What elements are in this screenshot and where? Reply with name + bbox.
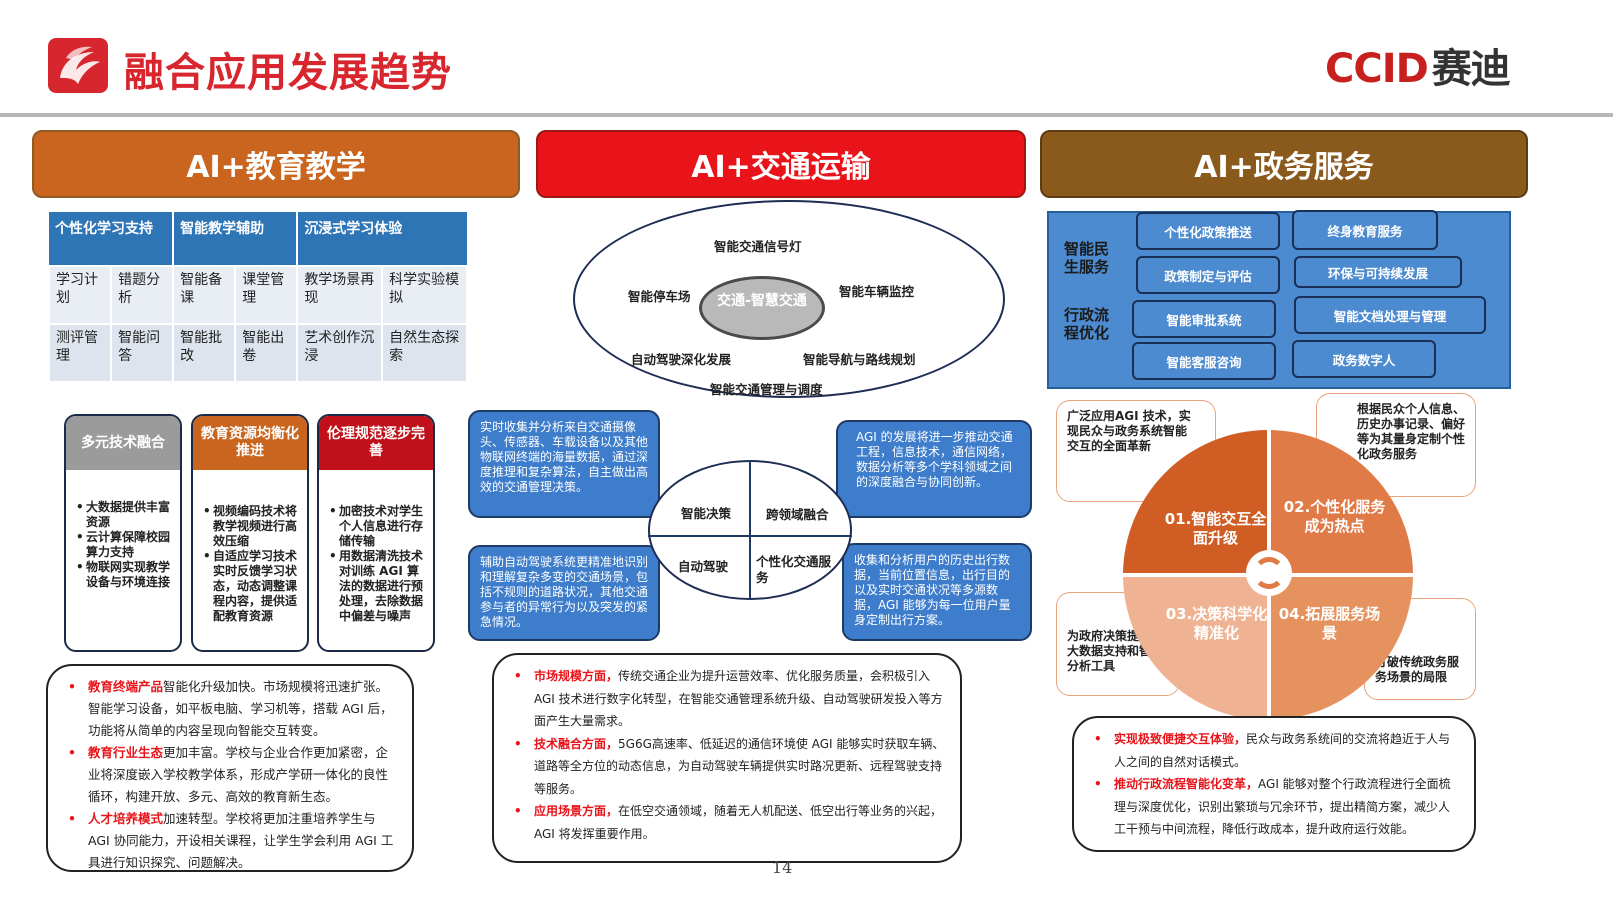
transport-core: 交通-智慧交通 (699, 276, 825, 340)
card-multi-tech: 多元技术融合 大数据提供丰富资源 云计算保障校园算力支持 物联网实现教学设备与环… (64, 414, 182, 652)
panel-label: 智能民生服务 (1064, 240, 1110, 276)
quadrant-03: 03.决策科学化精准化 (1123, 575, 1268, 720)
quad-divider (749, 460, 751, 600)
list-item: 视频编码技术将教学视频进行高效压缩 (203, 504, 301, 549)
gov-pill: 政策制定与评估 (1136, 256, 1280, 294)
quad-divider (648, 535, 852, 537)
ellipse-label: 自动驾驶深化发展 (631, 352, 732, 367)
gov-pill: 个性化政策推送 (1136, 212, 1280, 250)
table-header-row: 个性化学习支持 智能教学辅助 沉浸式学习体验 (49, 212, 467, 266)
callout-decision: 实时收集并分析来自交通摄像头、传感器、车载设备以及其他物联网终端的海量数据，通过… (468, 410, 660, 518)
table-header: 沉浸式学习体验 (297, 212, 467, 266)
callout-cross-domain: AGI 的发展将进一步推动交通工程，信息技术，通信网络，数据分析等多个学科领域之… (836, 420, 1032, 518)
note-item: 推动行政流程智能化变革，AGI 能够对整个行政流程进行全面梳理与深度优化，识别出… (1094, 773, 1460, 841)
panel-label: 行政流程优化 (1064, 306, 1110, 342)
table-cell: 学习计划 (47, 265, 113, 325)
gov-pill: 政务数字人 (1292, 340, 1436, 378)
banner-education: AI+教育教学 (32, 130, 520, 198)
quad-label: 自动驾驶 (678, 559, 729, 574)
page-number: 14 (772, 858, 793, 877)
table-cell: 艺术创作沉浸 (296, 323, 384, 383)
note-item: 人才培养模式加速转型。学校将更加注重培养学生与 AGI 协同能力，开设相关课程，… (68, 808, 398, 874)
ellipse-label: 智能停车场 (628, 289, 691, 304)
banner-transport: AI+交通运输 (536, 130, 1026, 198)
table-cell: 智能出卷 (234, 323, 299, 383)
callout-autodrive: 辅助自动驾驶系统更精准地识别和理解复杂多变的交通场景，包括不规则的道路状况，其他… (468, 545, 660, 641)
card-resource-balance: 教育资源均衡化推进 视频编码技术将教学视频进行高效压缩 自适应学习技术实时反馈学… (191, 414, 309, 652)
list-item: 用数据清洗技术对训练 AGI 算法的数据进行预处理，去除数据中偏差与噪声 (329, 549, 427, 624)
quadrant-04: 04.拓展服务场景 (1268, 575, 1413, 720)
header-divider (0, 113, 1613, 117)
list-item: 物联网实现教学设备与环境连接 (76, 560, 174, 590)
note-item: 实现极致便捷交互体验，民众与政务系统间的交流将趋近于人与人之间的自然对话模式。 (1094, 728, 1460, 773)
cycle-arrows-icon (1246, 550, 1292, 596)
note-item: 市场规模方面，传统交通企业为提升运营效率、优化服务质量，会积极引入 AGI 技术… (514, 665, 946, 733)
government-notes: 实现极致便捷交互体验，民众与政务系统间的交流将趋近于人与人之间的自然对话模式。 … (1072, 716, 1476, 852)
quad-label: 跨领域融合 (766, 507, 829, 522)
callout-personalized: 收集和分析用户的历史出行数据，当前位置信息，出行目的以及实时交通状况等多源数据，… (842, 543, 1032, 641)
table-cell: 智能问答 (110, 323, 175, 383)
list-item: 加密技术对学生个人信息进行存储传输 (329, 504, 427, 549)
banner-government: AI+政务服务 (1040, 130, 1528, 198)
card-ethics: 伦理规范逐步完善 加密技术对学生个人信息进行存储传输 用数据清洗技术对训练 AG… (317, 414, 435, 652)
card-title: 多元技术融合 (66, 416, 180, 470)
ellipse-label: 智能导航与路线规划 (803, 352, 916, 367)
table-cell: 课堂管理 (234, 265, 299, 325)
quad-label: 个性化交通服务 (756, 554, 832, 585)
table-cell: 测评管理 (47, 323, 113, 383)
table-cell: 错题分析 (110, 265, 175, 325)
gov-pill: 智能审批系统 (1132, 300, 1276, 338)
note-item: 教育行业生态更加丰富。学校与企业合作更加紧密，企业将深度嵌入学校教学体系，形成产… (68, 742, 398, 808)
table-header: 智能教学辅助 (173, 212, 299, 266)
card-title: 教育资源均衡化推进 (193, 416, 307, 470)
gov-pill: 智能客服咨询 (1132, 342, 1276, 380)
table-cell: 智能备课 (172, 265, 237, 325)
table-header: 个性化学习支持 (49, 212, 175, 266)
card-list: 加密技术对学生个人信息进行存储传输 用数据清洗技术对训练 AGI 算法的数据进行… (319, 470, 433, 624)
table-cell: 自然生态探索 (381, 323, 468, 383)
gov-quadrant-circle: 01.智能交互全面升级 02.个性化服务成为热点 03.决策科学化精准化 04.… (1123, 430, 1413, 720)
table-row: 测评管理 智能问答 智能批改 智能出卷 艺术创作沉浸 自然生态探索 (47, 323, 468, 383)
gov-pill: 智能文档处理与管理 (1294, 296, 1486, 334)
page-title: 融合应用发展趋势 (124, 50, 452, 96)
brand-latin: CCID (1325, 46, 1429, 92)
quadrant-01: 01.智能交互全面升级 (1123, 430, 1268, 575)
table-cell: 智能批改 (172, 323, 237, 383)
list-item: 大数据提供丰富资源 (76, 500, 174, 530)
table-cell: 科学实验模拟 (381, 265, 468, 325)
table-cell: 教学场景再现 (296, 265, 384, 325)
ellipse-label: 智能交通信号灯 (714, 239, 802, 254)
gov-pill: 环保与可持续发展 (1294, 256, 1462, 288)
quad-label: 智能决策 (681, 506, 732, 521)
transport-notes: 市场规模方面，传统交通企业为提升运营效率、优化服务质量，会积极引入 AGI 技术… (492, 653, 962, 863)
brand-chinese: 赛迪 (1431, 46, 1511, 92)
gov-pill: 终身教育服务 (1292, 210, 1438, 250)
note-item: 技术融合方面，5G6G高速率、低延迟的通信环境使 AGI 能够实时获取车辆、道路… (514, 733, 946, 801)
card-list: 大数据提供丰富资源 云计算保障校园算力支持 物联网实现教学设备与环境连接 (66, 470, 180, 590)
list-item: 自适应学习技术实时反馈学习状态，动态调整课程内容，提供适配教育资源 (203, 549, 301, 624)
ellipse-label: 智能交通管理与调度 (710, 382, 823, 397)
note-item: 教育终端产品智能化升级加快。市场规模将迅速扩张。智能学习设备，如平板电脑、学习机… (68, 676, 398, 742)
logo-icon (48, 38, 108, 93)
list-item: 云计算保障校园算力支持 (76, 530, 174, 560)
quadrant-02: 02.个性化服务成为热点 (1268, 430, 1413, 575)
note-item: 应用场景方面，在低空交通领域，随着无人机配送、低空出行等业务的兴起，AGI 将发… (514, 800, 946, 845)
education-notes: 教育终端产品智能化升级加快。市场规模将迅速扩张。智能学习设备，如平板电脑、学习机… (46, 664, 414, 872)
card-title: 伦理规范逐步完善 (319, 416, 433, 470)
ellipse-label: 智能车辆监控 (839, 284, 915, 299)
card-list: 视频编码技术将教学视频进行高效压缩 自适应学习技术实时反馈学习状态，动态调整课程… (193, 470, 307, 624)
education-table: 个性化学习支持 智能教学辅助 沉浸式学习体验 学习计划 错题分析 智能备课 课堂… (47, 212, 468, 383)
table-row: 学习计划 错题分析 智能备课 课堂管理 教学场景再现 科学实验模拟 (47, 265, 468, 325)
